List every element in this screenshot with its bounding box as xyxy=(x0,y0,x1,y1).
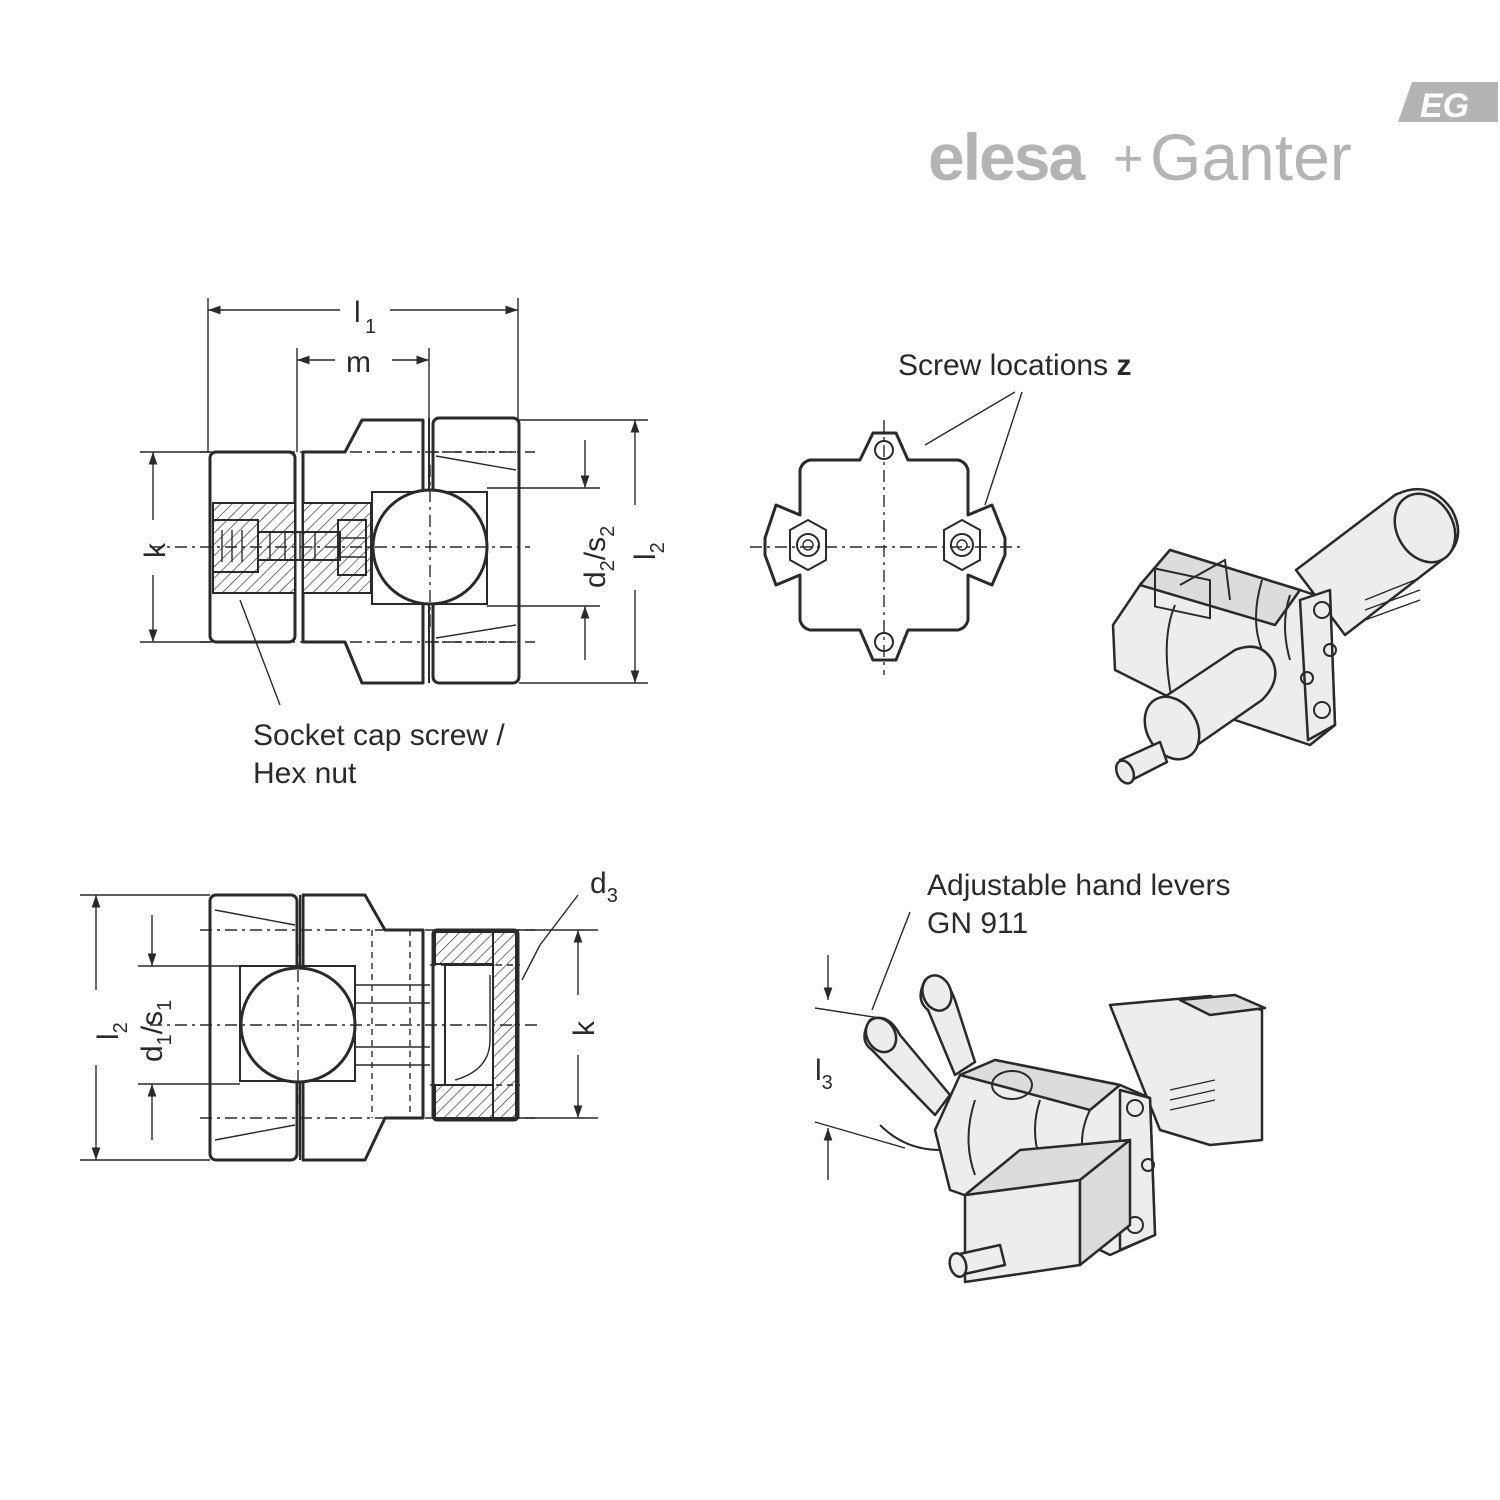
label-gn-911: GN 911 xyxy=(927,907,1028,940)
label-screw-locations: Screw locations z xyxy=(898,349,1131,382)
elesa-ganter-logo: elesa + Ganter EG xyxy=(928,82,1498,194)
dim-d3-label: d3 xyxy=(590,867,618,907)
svg-text:d3: d3 xyxy=(590,867,618,907)
svg-text:l3: l3 xyxy=(815,1054,833,1094)
cross-top-view xyxy=(750,391,1023,675)
label-hex-nut: Hex nut xyxy=(253,757,357,790)
dim-k-bottom-label: k xyxy=(568,1020,601,1036)
svg-text:k: k xyxy=(568,1020,601,1036)
screw-hex-right xyxy=(943,518,981,572)
dim-l2-top-label: l2 xyxy=(629,542,669,560)
dim-l3-label: l3 xyxy=(815,1054,833,1094)
svg-text:l2: l2 xyxy=(92,1022,132,1040)
dim-d2s2-label: d2/s2 xyxy=(579,526,619,588)
label-adjustable-hand-levers: Adjustable hand levers xyxy=(927,869,1231,902)
isometric-clamp-bottom xyxy=(814,911,1267,1284)
svg-text:1: 1 xyxy=(365,316,376,338)
logo-badge-text: EG xyxy=(1420,87,1469,125)
svg-text:k: k xyxy=(139,542,172,558)
label-socket-cap-screw: Socket cap screw / xyxy=(253,719,505,752)
logo-badge: EG xyxy=(1398,82,1498,125)
logo-ganter-word: Ganter xyxy=(1150,120,1352,194)
screw-hex-left xyxy=(789,518,827,572)
side-view-bottom xyxy=(80,893,598,1162)
svg-text:d1/s1: d1/s1 xyxy=(136,1000,176,1062)
dim-l1-label: l 1 xyxy=(354,296,376,338)
dim-d1s1-label: d1/s1 xyxy=(136,1000,176,1062)
dim-m-label: m xyxy=(346,346,371,379)
logo-elesa-word: elesa xyxy=(928,120,1086,194)
dim-k-top-label: k xyxy=(139,542,172,558)
svg-text:d2/s2: d2/s2 xyxy=(579,526,619,588)
svg-text:l: l xyxy=(354,296,361,329)
svg-text:l2: l2 xyxy=(629,542,669,560)
svg-text:Screw locations z: Screw locations z xyxy=(898,349,1131,382)
logo-plus: + xyxy=(1113,130,1143,188)
isometric-clamp-top xyxy=(1111,487,1460,785)
dim-l2-bottom-label: l2 xyxy=(92,1022,132,1040)
front-view-top xyxy=(140,298,648,706)
